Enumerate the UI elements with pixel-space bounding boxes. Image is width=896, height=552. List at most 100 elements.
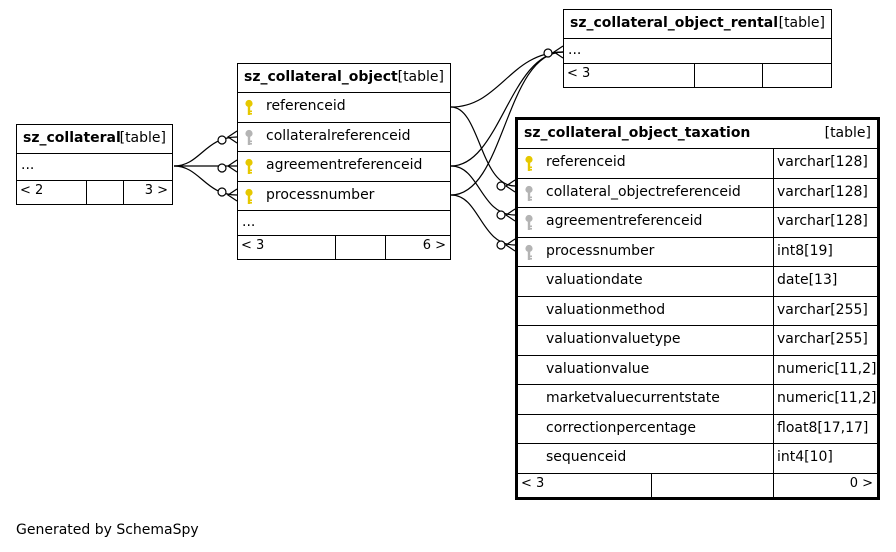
primary-key-icon xyxy=(244,99,254,117)
column-name: marketvaluecurrentstate xyxy=(546,390,720,406)
optional-marker xyxy=(217,135,227,145)
table-sz-collateral-object-taxation[interactable]: sz_collateral_object_taxation [table] re… xyxy=(515,117,880,500)
column-name: processnumber xyxy=(266,186,375,203)
primary-key-icon xyxy=(524,155,534,173)
column-type: varchar[128] xyxy=(777,154,868,170)
table-header: sz_collateral [table] xyxy=(17,125,172,154)
primary-key-icon xyxy=(244,188,254,206)
crowfoot-marker xyxy=(504,238,516,252)
column-name: valuationmethod xyxy=(546,301,666,318)
edge-collateral-processnumber xyxy=(173,165,238,196)
table-header: sz_collateral_object_taxation [table] xyxy=(518,120,877,149)
column-row: referenceid xyxy=(238,93,450,123)
column-row: processnumber int8[19] xyxy=(518,237,877,267)
table-name: sz_collateral_object xyxy=(244,69,398,85)
primary-key-icon xyxy=(244,158,254,176)
column-name: collateral_objectreferenceid xyxy=(546,183,741,200)
optional-marker xyxy=(217,187,227,197)
more-columns-row: ... xyxy=(238,211,450,236)
table-kind: [table] xyxy=(397,69,444,85)
more-columns: ... xyxy=(568,42,582,58)
column-name: agreementreferenceid xyxy=(266,157,423,173)
optional-marker xyxy=(496,210,506,220)
column-type: int4[10] xyxy=(777,449,833,465)
optional-marker xyxy=(543,48,553,58)
column-row: valuationvalue numeric[11,2] xyxy=(518,355,877,385)
foreign-key-icon xyxy=(524,185,534,203)
more-columns-row: ... xyxy=(564,39,831,64)
column-type: numeric[11,2] xyxy=(777,360,877,377)
table-sz-collateral-object[interactable]: sz_collateral_object [table] referenceid… xyxy=(237,63,451,260)
parents-count: < 3 xyxy=(567,66,591,81)
parents-count: < 2 xyxy=(20,183,44,198)
table-name: sz_collateral xyxy=(23,130,121,146)
column-row: collateral_objectreferenceid varchar[128] xyxy=(518,178,877,208)
table-name: sz_collateral_object_taxation xyxy=(524,125,751,141)
edge-collateral-collateralreferenceid xyxy=(173,136,238,167)
optional-marker xyxy=(496,240,506,250)
column-row: sequenceid int4[10] xyxy=(518,444,877,474)
children-count: 0 > xyxy=(849,475,873,491)
optional-marker xyxy=(217,163,227,173)
table-kind: [table] xyxy=(778,15,825,31)
column-type: varchar[255] xyxy=(777,301,868,318)
column-row: correctionpercentage float8[17,17] xyxy=(518,414,877,444)
table-footer: < 2 3 > xyxy=(17,181,172,204)
children-count: 3 > xyxy=(144,183,168,198)
more-columns: ... xyxy=(242,214,256,230)
foreign-key-icon xyxy=(524,244,534,262)
crowfoot-marker xyxy=(226,159,238,173)
more-columns: ... xyxy=(21,157,35,173)
optional-marker xyxy=(496,181,506,191)
foreign-key-icon xyxy=(244,129,254,147)
edge-object-taxation-proc xyxy=(450,194,516,246)
edge-object-taxation-ref xyxy=(450,106,516,187)
edge-object-rental-1 xyxy=(450,51,564,108)
column-name: valuationvalue xyxy=(546,360,650,377)
column-row: collateralreferenceid xyxy=(238,123,450,152)
more-columns-row: ... xyxy=(17,154,172,181)
table-kind: [table] xyxy=(824,125,871,141)
column-row: valuationmethod varchar[255] xyxy=(518,296,877,326)
column-type: date[13] xyxy=(777,272,838,288)
column-row: valuationdate date[13] xyxy=(518,267,877,297)
crowfoot-marker xyxy=(226,130,238,144)
edge-object-rental-3 xyxy=(450,51,564,196)
foreign-key-icon xyxy=(524,214,534,232)
column-name: agreementreferenceid xyxy=(546,213,703,229)
table-footer: < 3 xyxy=(564,64,831,87)
table-header: sz_collateral_object [table] xyxy=(238,64,450,93)
column-type: varchar[128] xyxy=(777,183,868,200)
column-name: valuationdate xyxy=(546,272,643,288)
parents-count: < 3 xyxy=(241,238,265,253)
table-kind: [table] xyxy=(119,130,166,146)
column-type: varchar[255] xyxy=(777,331,868,347)
table-sz-collateral[interactable]: sz_collateral [table] ... < 2 3 > xyxy=(16,124,173,205)
column-name: referenceid xyxy=(266,98,346,114)
table-name: sz_collateral_object_rental xyxy=(570,15,779,31)
column-name: collateralreferenceid xyxy=(266,127,411,144)
crowfoot-marker xyxy=(504,208,516,222)
table-header: sz_collateral_object_rental [table] xyxy=(564,10,831,39)
column-type: int8[19] xyxy=(777,242,833,259)
column-type: numeric[11,2] xyxy=(777,390,877,406)
parents-count: < 3 xyxy=(521,475,545,491)
column-row: agreementreferenceid xyxy=(238,152,450,182)
crowfoot-marker xyxy=(552,45,564,59)
table-footer: < 3 0 > xyxy=(518,473,877,497)
table-sz-collateral-object-rental[interactable]: sz_collateral_object_rental [table] ... … xyxy=(563,9,832,88)
column-name: correctionpercentage xyxy=(546,419,697,436)
column-row: marketvaluecurrentstate numeric[11,2] xyxy=(518,385,877,415)
generator-credit: Generated by SchemaSpy xyxy=(16,522,199,538)
column-type: float8[17,17] xyxy=(777,419,869,436)
crowfoot-marker xyxy=(226,188,238,202)
children-count: 6 > xyxy=(422,238,446,253)
column-name: sequenceid xyxy=(546,449,627,465)
table-footer: < 3 6 > xyxy=(238,236,450,259)
column-name: processnumber xyxy=(546,242,655,259)
crowfoot-marker xyxy=(504,179,516,193)
column-name: valuationvaluetype xyxy=(546,331,681,347)
